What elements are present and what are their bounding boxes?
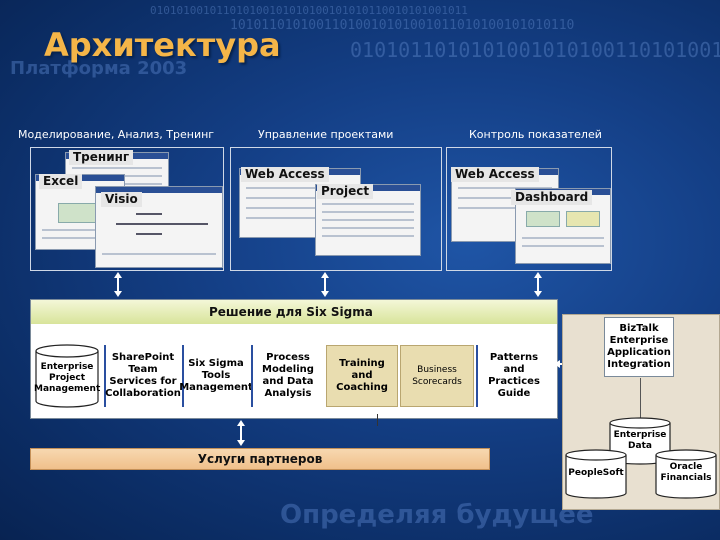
page-title: Архитектура [44, 26, 281, 64]
connector-line [377, 414, 378, 426]
module-patterns-practices: Patterns and Practices Guide [479, 345, 549, 407]
solution-header: Решение для Six Sigma [31, 300, 557, 324]
connector-arrow-down [237, 440, 245, 446]
solution-title: Решение для Six Sigma [209, 305, 373, 319]
module-six-sigma-tools: Six Sigma Tools Management [184, 345, 248, 407]
module-process-modeling: Process Modeling and Data Analysis [253, 345, 323, 407]
module-training-coaching: Training and Coaching [326, 345, 398, 407]
watermark-slogan: Определяя будущее [280, 500, 594, 530]
peoplesoft-label: PeopleSoft [564, 468, 628, 479]
binary-pattern-row: 1010110101001101001010100101101010010101… [230, 18, 574, 33]
binary-pattern-row: 0101010010110101001010101001010101100101… [150, 4, 468, 17]
web-access-label: Web Access [241, 167, 329, 182]
connector-arrow-down [114, 291, 122, 297]
training-label: Тренинг [69, 150, 133, 165]
biztalk-box: BizTalk Enterprise Application Integrati… [604, 317, 674, 377]
connector-arrow-down [321, 291, 329, 297]
section-label-project: Управление проектами [258, 128, 393, 141]
section-label-modeling: Моделирование, Анализ, Тренинг [18, 128, 214, 141]
oracle-label: Oracle Financials [654, 462, 718, 484]
module-epm: Enterprise Project Management [34, 362, 100, 395]
connector-line [117, 276, 119, 292]
module-separator [476, 345, 478, 407]
connector-line [537, 276, 539, 292]
section-label-metrics: Контроль показателей [469, 128, 602, 141]
connector-line [324, 276, 326, 292]
project-label: Project [317, 184, 373, 199]
visio-label: Visio [101, 192, 142, 207]
dashboard-label: Dashboard [511, 190, 592, 205]
binary-pattern-row: 0101011010101001010100110101001 [350, 38, 720, 62]
panel-metrics: Web Access Dashboard [446, 147, 612, 271]
excel-label: Excel [39, 174, 82, 189]
panel-modeling: Тренинг Excel Visio [30, 147, 224, 271]
connector-line [640, 378, 641, 420]
connector-arrow-down [534, 291, 542, 297]
web-access-metrics-label: Web Access [451, 167, 539, 182]
panel-project: Web Access Project [230, 147, 442, 271]
partner-services-bar: Услуги партнеров [30, 448, 490, 470]
connector-line [240, 425, 242, 441]
connector-arrow-left [554, 360, 560, 368]
module-sharepoint: SharePoint Team Services for Collaborati… [108, 345, 178, 407]
module-business-scorecards: Business Scorecards [400, 345, 474, 407]
